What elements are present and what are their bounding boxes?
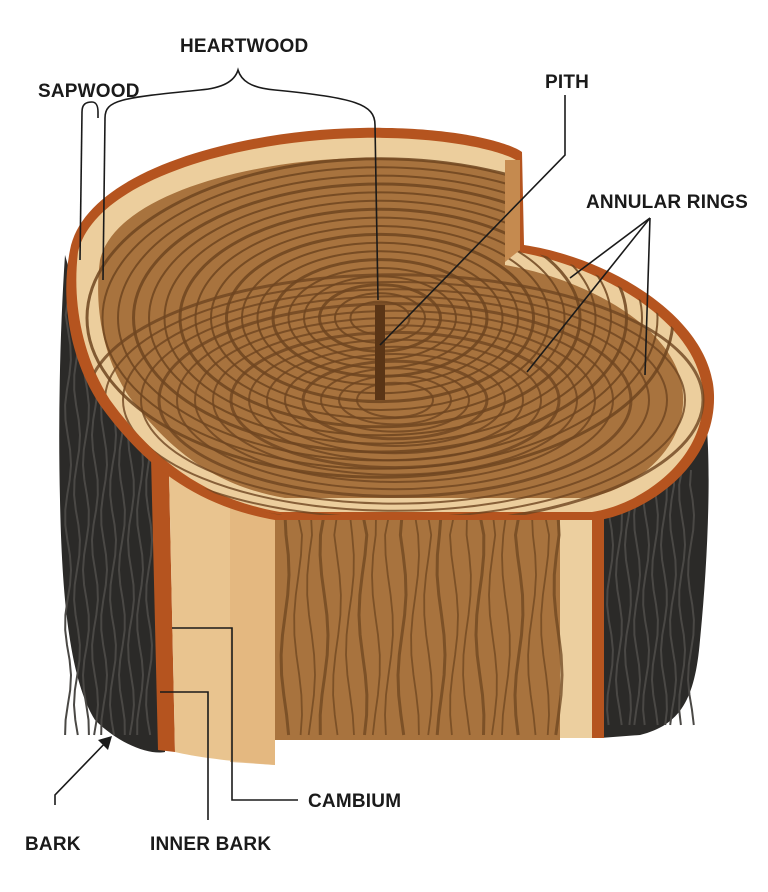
wood-grain-line [423,515,433,736]
inner-bark-label: INNER BARK [150,834,271,855]
cambium-label: CAMBIUM [308,791,401,812]
wood-grain-line [345,515,355,736]
inner-bark-right [592,515,604,738]
wood-grain-line [410,515,420,736]
annual-ring [212,324,578,476]
wood-grain-line [449,515,459,736]
inner-bark-left [150,415,175,752]
wood-grain-line [357,515,369,736]
annual-ring [284,353,506,447]
wood-grain-line [279,515,291,736]
sapwood-right-face [560,515,592,738]
wood-grain-line [396,515,408,736]
leader-lines [54,67,651,820]
annual-ring [301,359,489,441]
sapwood-label: SAPWOOD [38,81,140,102]
annual-ring [320,367,470,433]
front-heartwood-face [275,515,564,740]
wood-grain-line [462,515,472,736]
annual-ring [266,345,524,455]
annual-ring [225,232,535,404]
wood-grain-line [293,515,303,736]
wood-grain-line [306,515,316,736]
heartwood-label: HEARTWOOD [180,36,308,57]
sapwood-left-face-shade [230,445,275,765]
annual-ring [229,330,561,470]
annual-ring [122,288,668,512]
wood-grain-line [332,515,342,736]
annual-ring [194,317,596,483]
wood-grain-line [552,515,564,736]
annual-ring [176,309,614,491]
annual-ring [194,216,566,420]
wood-grain-line [488,515,498,736]
wood-grain-line [540,515,550,736]
wood-grain-line [371,515,381,736]
wood-grain-line [384,515,394,736]
annual-ring [148,191,612,445]
annular-rings-label: ANNULAR RINGS [586,192,748,213]
step-cut-face [505,160,520,262]
wood-grain-line [318,515,330,736]
annual-ring [338,374,452,426]
wood-grain-line [435,515,447,736]
pith-label: PITH [545,72,589,93]
annual-ring [140,295,650,505]
bark-right-side [600,410,709,738]
wood-grain-line [474,515,486,736]
wood-grain-line [527,515,537,736]
pith-slot [375,305,385,400]
wood-grain-line [513,515,525,736]
bark-left-side [59,255,165,753]
annual-ring [356,381,434,419]
wood-grain-line [501,515,511,736]
annual-ring [248,338,542,462]
bark-label: BARK [25,834,81,855]
annual-ring [157,302,633,498]
